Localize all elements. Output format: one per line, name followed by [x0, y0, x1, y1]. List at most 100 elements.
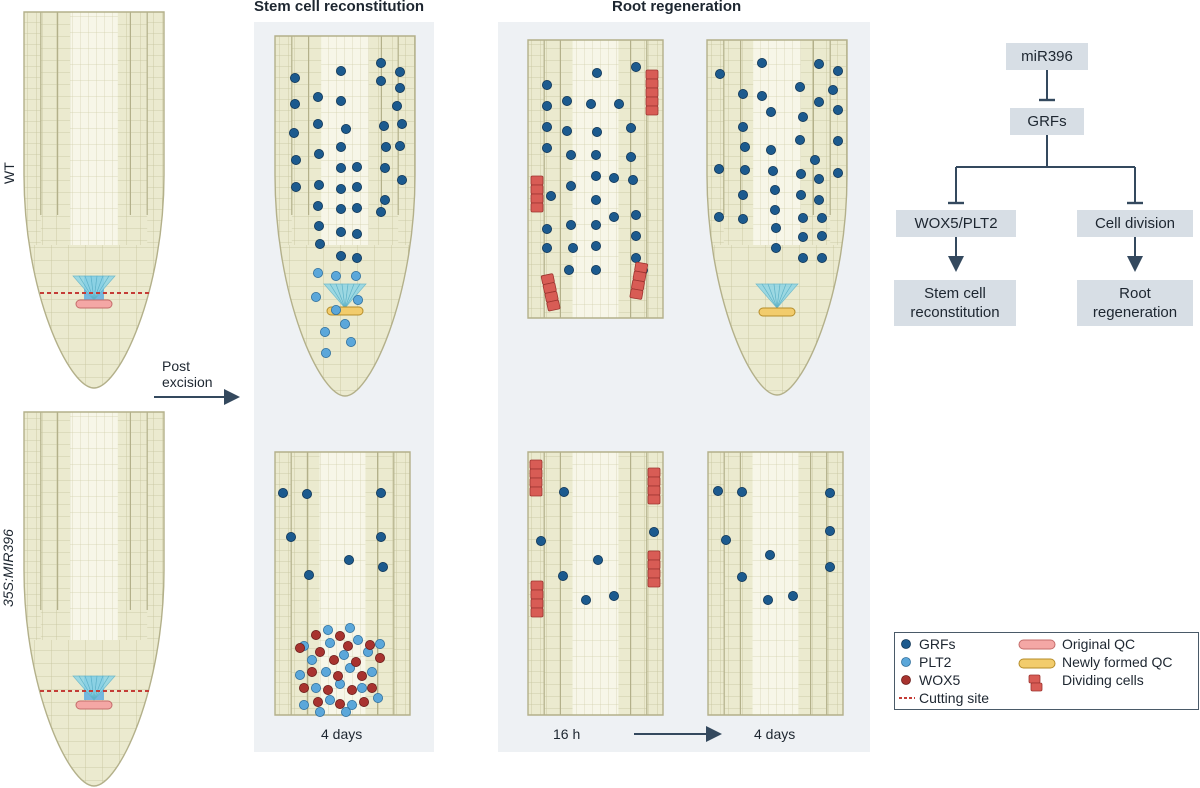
legend-swatches: [899, 639, 1056, 699]
stem-top-grf-2: [375, 58, 386, 69]
stem-bottom-wox5-7: [350, 657, 361, 668]
regen16-top-grf-9: [592, 127, 603, 138]
regen16-bottom-grf-1: [559, 486, 570, 497]
regen4-bottom-grf-3: [721, 535, 732, 546]
post-excision-label: Post excision: [162, 358, 213, 390]
stem-bottom-plt2-18: [346, 700, 357, 711]
overlays-layer: [40, 58, 844, 718]
stem-top-grf-22: [335, 162, 346, 173]
root-regen4-bottom-stele-cells: [752, 452, 799, 715]
regen4-top-grf-0: [715, 69, 726, 80]
regen4-top-grf-34: [798, 231, 809, 242]
box-mir396-text: miR396: [1021, 47, 1073, 65]
legend-original-qc-swatch: [1018, 639, 1056, 650]
stem-top-grf-23: [351, 161, 362, 172]
stem-top-grf-6: [335, 96, 346, 107]
regen4-top-grf-16: [810, 154, 821, 165]
stem-bottom-wox5-3: [314, 647, 325, 658]
stem-bottom-plt2-17: [324, 695, 335, 706]
regen16-top-div-c: [540, 273, 561, 312]
regen16-top-div-c-cell-3: [546, 299, 561, 312]
stem-bottom-wox5-14: [346, 685, 357, 696]
root-stem-top-outline: [274, 35, 416, 397]
regen4-top-grf-2: [814, 59, 825, 70]
regen16-bottom-div-d-cell-0: [530, 580, 544, 591]
stem-bottom-wox5-18: [358, 697, 369, 708]
box-grfs: GRFs: [1010, 108, 1084, 135]
root-regen16-bottom-outline: [527, 451, 664, 716]
regen4-bottom-grf-7: [825, 562, 836, 573]
regen16-top-div-b: [530, 175, 544, 213]
regen16-bottom-div-b-cell-3: [647, 494, 661, 505]
stem-bottom-wox5-17: [334, 699, 345, 710]
regen4-bottom-grf-0: [713, 485, 724, 496]
regen4-top-grf-35: [817, 230, 828, 241]
legend-new-qc-swatch: [1018, 658, 1056, 669]
root-wt-tissue: [24, 12, 164, 388]
regen4-top-grf-10: [766, 107, 777, 118]
stem-bottom-plt2-0: [322, 625, 333, 636]
regen16-top-grf-31: [564, 264, 575, 275]
legend-dividing-swatch-a: [1028, 674, 1041, 684]
stem-top-grf-19: [394, 140, 405, 151]
regen4-top-grf-20: [768, 165, 779, 176]
stem-top-grf-21: [313, 179, 324, 190]
stem-bottom-plt2-9: [294, 670, 305, 681]
regen16-bottom-grf-8: [609, 591, 620, 602]
box-stem-line1: Stem cell: [924, 284, 986, 302]
stem-top-grf-32: [351, 202, 362, 213]
stem-top-grf-3: [394, 67, 405, 78]
regen4-top-grf-13: [740, 141, 751, 152]
mir396-original-qc: [75, 700, 113, 710]
regen4-bottom-grf-2: [825, 487, 836, 498]
regen16-top-grf-19: [546, 190, 557, 201]
regen16-top-grf-25: [591, 219, 602, 230]
regen16-top-grf-3: [542, 101, 553, 112]
regen16-top-grf-17: [609, 172, 620, 183]
stem-top-grf-30: [313, 220, 324, 231]
regen16-top-grf-21: [609, 211, 620, 222]
root-regen4-bottom: [707, 451, 844, 716]
box-regen-line2: regeneration: [1092, 304, 1178, 321]
regen16-top-div-b-cell-2: [530, 193, 544, 204]
regen4-top-grf-6: [795, 82, 806, 93]
stem-top-grf-33: [375, 206, 386, 217]
stem-top-grf-31: [335, 203, 346, 214]
stem-bottom-grf-5: [303, 570, 314, 581]
regen16-bottom-div-d-cell-1: [530, 589, 544, 600]
stem-bottom-plt2-3: [324, 638, 335, 649]
stem-bottom-wox5-2: [294, 643, 305, 654]
stem-bottom-wox5-15: [366, 683, 377, 694]
regen16-bottom-div-a-cell-0: [529, 459, 543, 470]
regen4-bottom-grf-9: [788, 591, 799, 602]
regen4-top-grf-32: [714, 211, 725, 222]
flowchart-connectors: [948, 70, 1143, 272]
stem-top-grf-7: [375, 76, 386, 87]
regen16-bottom-div-c-cell-3: [647, 577, 661, 588]
root-stem-bottom-outline: [274, 451, 411, 716]
stem-bottom-wox5-16: [312, 697, 323, 708]
stem-bottom-wox5-4: [342, 641, 353, 652]
regen4-top-grf-23: [833, 167, 844, 178]
legend: GRFs PLT2 WOX5 Cutting site Original QC …: [894, 632, 1199, 710]
regen4-top-grf-28: [738, 213, 749, 224]
regen16-top-grf-32: [591, 264, 602, 275]
legend-wox5: WOX5: [919, 672, 961, 688]
box-wox5-plt2: WOX5/PLT2: [896, 210, 1016, 237]
stem-top-plt2-3: [310, 291, 321, 302]
root-mir396-cap-cells: [24, 640, 164, 786]
stem-top-grf-15: [290, 154, 301, 165]
root-stem-top-stele-cells: [321, 36, 369, 245]
regen4-top-grf-12: [833, 105, 844, 116]
excision-label: excision: [162, 374, 213, 391]
regen4-top-grf-19: [740, 164, 751, 175]
root-regen16-top-outline: [527, 39, 664, 319]
regen16-top-grf-13: [591, 149, 602, 160]
regen16-top-grf-2: [631, 62, 642, 73]
regen16-bottom-div-c-cell-2: [647, 568, 661, 579]
root-regen16-bottom-stele-cells: [572, 452, 619, 715]
regen16-top-grf-5: [586, 99, 597, 110]
stem-top-grf-16: [313, 148, 324, 159]
stem-bottom-plt2-13: [310, 683, 321, 694]
stem-bottom-wox5-11: [356, 671, 367, 682]
